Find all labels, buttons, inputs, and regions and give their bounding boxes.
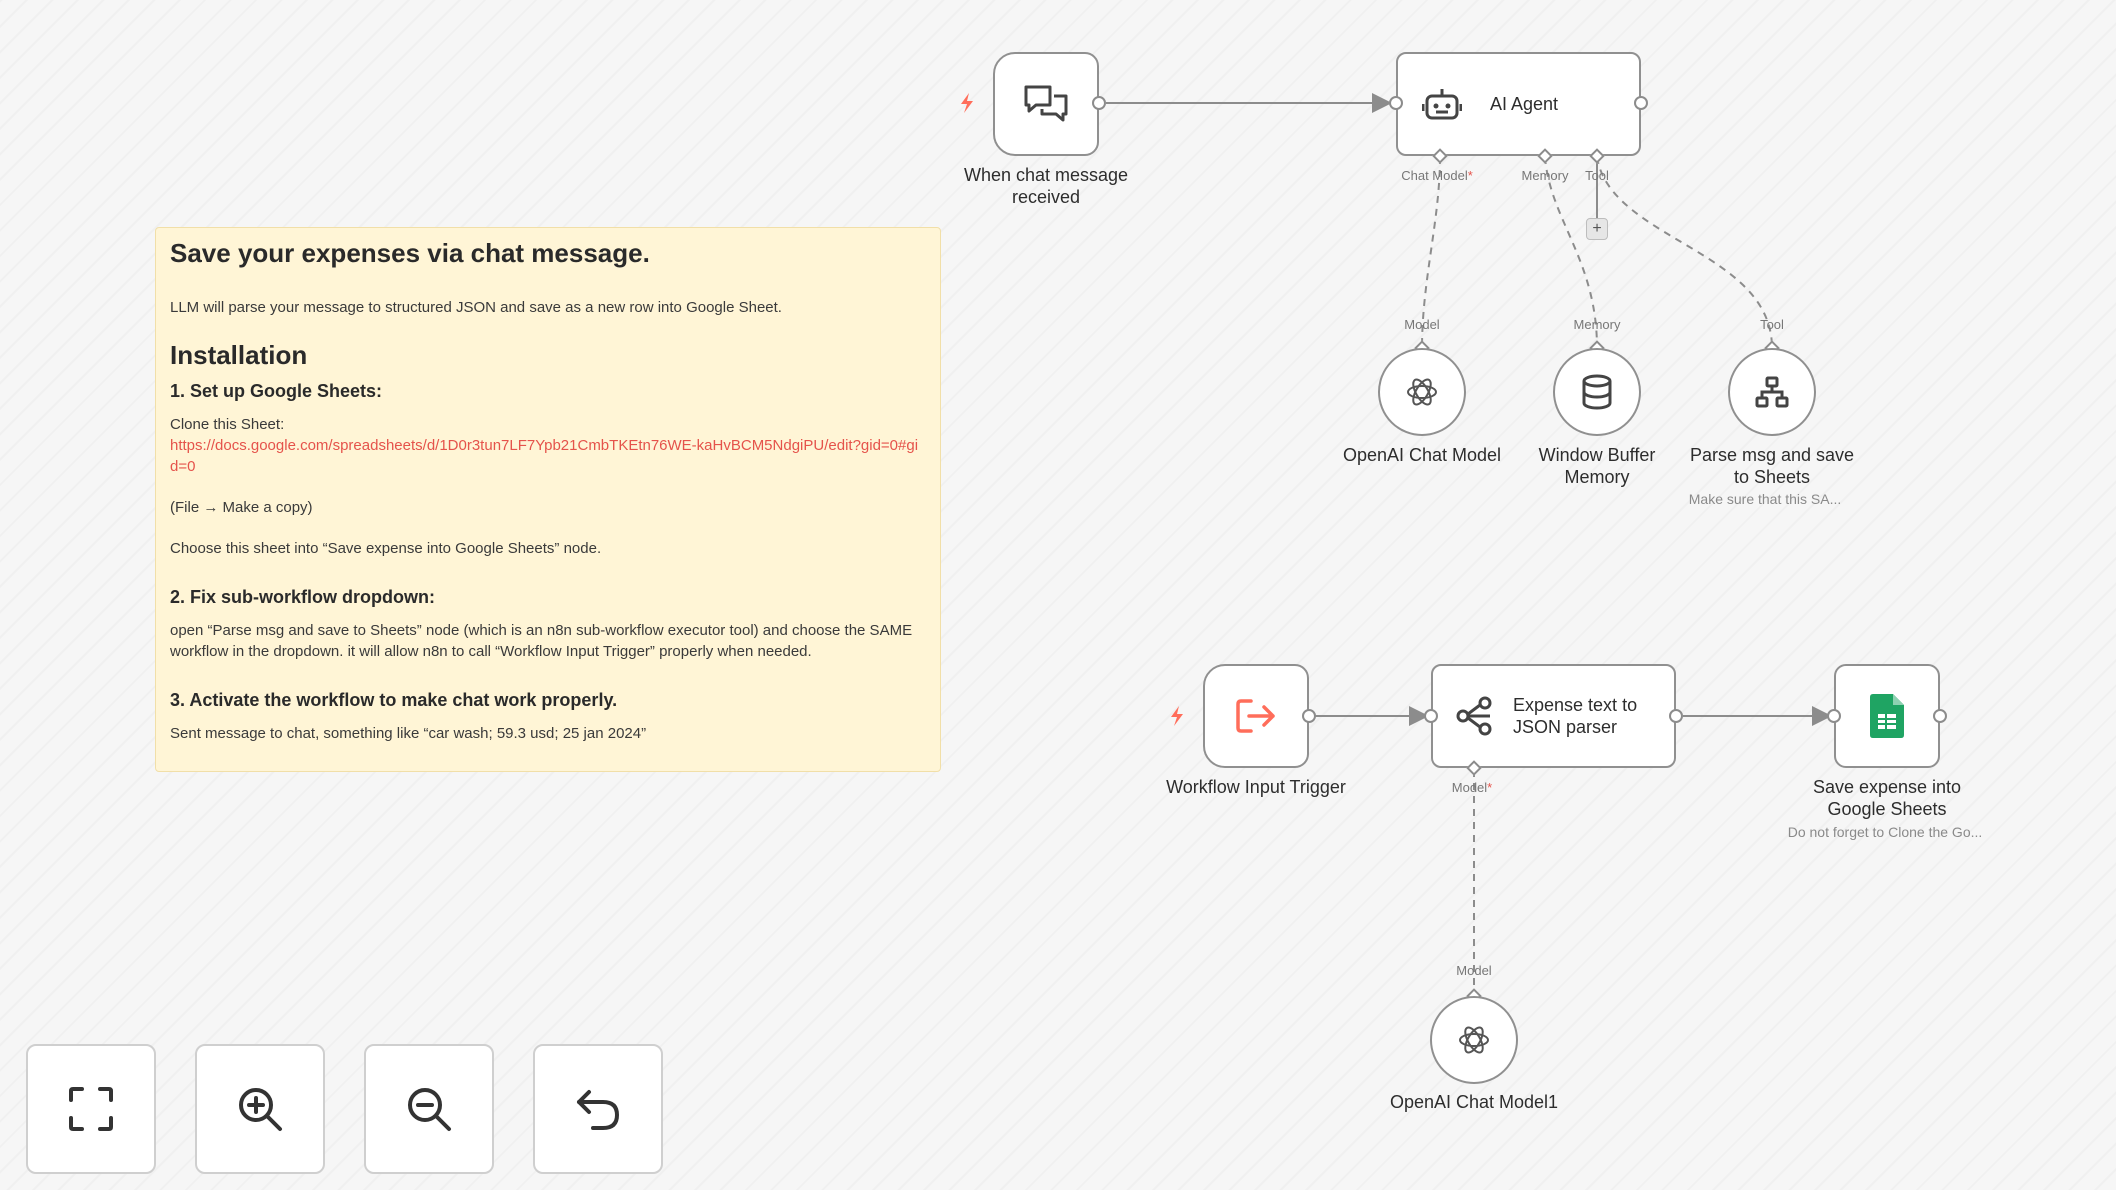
- node-openai-chat-model[interactable]: [1378, 348, 1466, 436]
- wire-tool-to-agent: [1596, 156, 1773, 349]
- chat-icon: [1024, 85, 1068, 122]
- sheets-output-port[interactable]: [1933, 709, 1947, 723]
- step3-heading: 3. Activate the workflow to make chat wo…: [170, 690, 618, 710]
- json-parser-input-port[interactable]: [1424, 709, 1438, 723]
- step2-text: open “Parse msg and save to Sheets” node…: [170, 622, 913, 660]
- fullscreen-icon: [69, 1087, 113, 1131]
- json-parser-output-port[interactable]: [1669, 709, 1683, 723]
- zoom-out-button[interactable]: [364, 1044, 494, 1174]
- input-trigger-output-port[interactable]: [1302, 709, 1316, 723]
- step2-heading: 2. Fix sub-workflow dropdown:: [170, 587, 435, 607]
- sitemap-icon: [1755, 376, 1789, 408]
- node-google-sheets[interactable]: [1834, 664, 1940, 768]
- json-parser-model-port-label: Model*: [1451, 780, 1493, 795]
- node-ai-agent[interactable]: AI Agent: [1396, 52, 1641, 156]
- parse-tool-subtitle: Make sure that this SA...: [1688, 491, 1842, 507]
- trigger-bolt-icon: [961, 93, 973, 113]
- zoom-in-button[interactable]: [195, 1044, 325, 1174]
- share-nodes-icon: [1456, 696, 1492, 736]
- sheets-input-port[interactable]: [1827, 709, 1841, 723]
- chat-model-port-label: Chat Model*: [1401, 168, 1473, 183]
- node-workflow-input-trigger[interactable]: [1203, 664, 1309, 768]
- node-chat-trigger[interactable]: [993, 52, 1099, 156]
- fit-view-button[interactable]: [26, 1044, 156, 1174]
- ai-agent-output-port[interactable]: [1634, 96, 1648, 110]
- database-icon: [1582, 374, 1612, 410]
- google-sheets-icon: [1870, 694, 1904, 738]
- ai-agent-input-port[interactable]: [1389, 96, 1403, 110]
- sheet-link[interactable]: https://docs.google.com/spreadsheets/d/1…: [170, 437, 919, 475]
- tool-port-label: Tool: [1585, 168, 1609, 183]
- step1-heading: 1. Set up Google Sheets:: [170, 381, 383, 401]
- installation-heading: Installation: [170, 340, 308, 370]
- step3-text: Sent message to chat, something like “ca…: [170, 725, 647, 742]
- sheets-subtitle: Do not forget to Clone the Go...: [1787, 824, 1983, 840]
- node-parse-msg-tool[interactable]: [1728, 348, 1816, 436]
- parse-tool-port-label: Tool: [1760, 317, 1784, 332]
- robot-icon: [1422, 89, 1462, 120]
- node-window-buffer-memory[interactable]: [1553, 348, 1641, 436]
- make-copy-text: (File → Make a copy): [170, 499, 313, 516]
- sign-out-icon: [1236, 699, 1275, 733]
- input-trigger-title: Workflow Input Trigger: [1166, 777, 1346, 797]
- trigger-bolt-icon: [1171, 706, 1183, 726]
- openai-model1-port-label: Model: [1456, 963, 1492, 978]
- ai-agent-title: AI Agent: [1490, 94, 1559, 114]
- zoom-out-icon: [408, 1088, 451, 1131]
- undo-button[interactable]: [533, 1044, 663, 1174]
- openai-model-port-label: Model: [1404, 317, 1440, 332]
- openai-icon: [1407, 378, 1437, 406]
- openai-chat-model-title: OpenAI Chat Model: [1342, 445, 1502, 465]
- node-openai-chat-model1[interactable]: [1430, 996, 1518, 1084]
- openai-icon: [1459, 1026, 1489, 1054]
- add-tool-button[interactable]: +: [1586, 218, 1608, 240]
- choose-sheet-text: Choose this sheet into “Save expense int…: [170, 540, 602, 557]
- clone-text: Clone this Sheet:: [170, 416, 285, 433]
- sticky-intro: LLM will parse your message to structure…: [170, 299, 782, 316]
- openai-chat-model1-title: OpenAI Chat Model1: [1389, 1092, 1559, 1112]
- chat-trigger-output-port[interactable]: [1092, 96, 1106, 110]
- sticky-note[interactable]: Save your expenses via chat message. LLM…: [155, 227, 941, 772]
- undo-icon: [577, 1090, 619, 1130]
- zoom-in-icon: [239, 1088, 282, 1131]
- sticky-title: Save your expenses via chat message.: [170, 238, 650, 268]
- memory-port-label: Memory: [1521, 168, 1569, 183]
- buffer-memory-port-label: Memory: [1573, 317, 1621, 332]
